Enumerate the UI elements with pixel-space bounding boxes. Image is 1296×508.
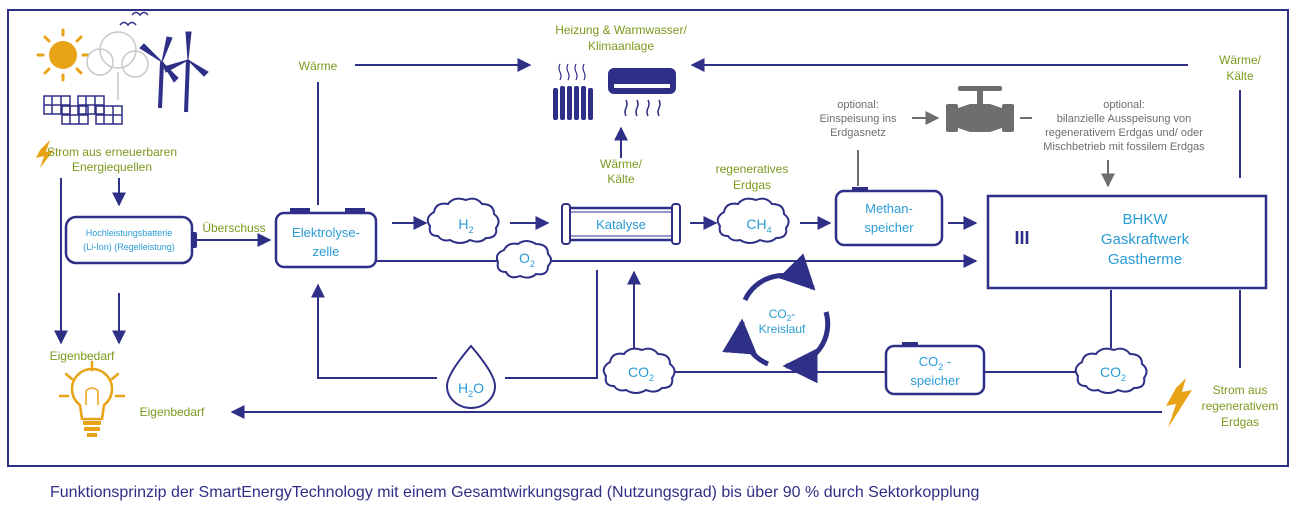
air-conditioner-icon [608,68,676,117]
optional-left-3: Erdgasnetz [830,127,886,139]
strom-regenerativ-2: regenerativem [1202,399,1279,413]
gray-connectors [857,111,1115,188]
heating-title-2: Klimaanlage [588,39,654,53]
h2o-label: H2O [458,380,484,399]
optional-right-3: regenerativem Erdgas und/ oder [1045,127,1203,139]
waerme-top-label: Wärme [299,59,338,73]
bhkw-label-3: Gastherme [1108,251,1182,268]
co2-speicher-box: CO2 - speicher [884,342,986,396]
strom-erneuerbar-1: Strom aus erneuerbaren [47,145,177,159]
strom-erneuerbar-2: Energiequellen [72,160,152,174]
co2-speicher-label-2: speicher [910,373,960,388]
tree-icon [86,31,149,100]
methan-speicher-box: Methan- speicher [834,187,944,247]
h2-label: H2 [458,216,473,235]
solar-panel-icon [43,95,123,125]
regeneratives-erdgas-1: regeneratives [716,162,789,176]
waerme-kaelte-mid-2: Kälte [607,172,635,186]
bhkw-label-2: Gaskraftwerk [1101,231,1190,248]
eigenbedarf-bottom-label: Eigenbedarf [140,405,205,419]
cycle-arrows-icon [722,253,831,384]
bhkw-box: III BHKW Gaskraftwerk Gastherme [986,194,1268,290]
co2-speicher-label-1: CO2 - [919,354,951,372]
frame-border [7,9,1289,467]
eigenbedarf-left-label: Eigenbedarf [50,349,115,363]
light-bulb-icon [58,360,126,437]
strom-regenerativ-3: Erdgas [1221,415,1259,429]
waerme-kaelte-mid-1: Wärme/ [600,157,643,171]
cloud-icon [602,347,676,394]
co2-label-right: CO2 [1100,364,1126,383]
optional-right-4: Mischbetrieb mit fossilem Erdgas [1043,141,1205,153]
bhkw-mark: III [1014,228,1029,248]
regeneratives-erdgas-2: Erdgas [733,178,771,192]
cloud-icon [1074,347,1148,394]
sun-icon [36,28,90,82]
battery-label-1: Hochleistungsbatterie [86,228,173,238]
water-drop-icon [445,344,497,409]
bhkw-label-1: BHKW [1123,211,1169,228]
strom-regenerativ-1: Strom aus [1213,383,1268,397]
co2-label-left: CO2 [628,364,654,383]
elektrolyse-label-2: zelle [313,244,340,259]
elektrolyse-label-1: Elektrolyse- [292,225,360,240]
optional-left-2: Einspeisung ins [819,113,897,125]
caption: Funktionsprinzip der SmartEnergyTechnolo… [50,484,979,501]
waerme-kaelte-right-2: Kälte [1226,69,1254,83]
battery-box: Hochleistungsbatterie (Li-Ion) (Regellei… [64,215,197,265]
cloud-icon [716,197,790,244]
cloud-icon [495,240,552,279]
katalyse-box: Katalyse [561,203,681,245]
o2-label: O2 [519,250,535,269]
gas-valve-icon [946,86,1014,132]
waerme-kaelte-right-1: Wärme/ [1219,53,1262,67]
heating-title-1: Heizung & Warmwasser/ [555,23,687,37]
wind-turbine-icon [119,11,209,113]
optional-right-1: optional: [1103,99,1145,111]
cloud-icon [426,197,500,244]
connectors [54,58,1241,419]
elektrolyse-box: Elektrolyse- zelle [274,208,378,269]
battery-label-2: (Li-Ion) (Regelleistung) [83,242,175,252]
methan-label-1: Methan- [865,201,913,216]
methan-label-2: speicher [864,220,914,235]
optional-right-2: bilanzielle Ausspeisung von [1057,113,1192,125]
radiator-icon [553,63,593,120]
lightning-icon [36,140,54,168]
optional-left-1: optional: [837,99,879,111]
co2-kreislauf-label-2: Kreislauf [759,322,806,336]
ueberschuss-label: Überschuss [202,221,265,235]
katalyse-label: Katalyse [596,217,646,232]
co2-kreislauf-label-1: CO2- [769,307,795,323]
ch4-label: CH4 [746,216,771,235]
lightning-icon [1166,378,1192,428]
